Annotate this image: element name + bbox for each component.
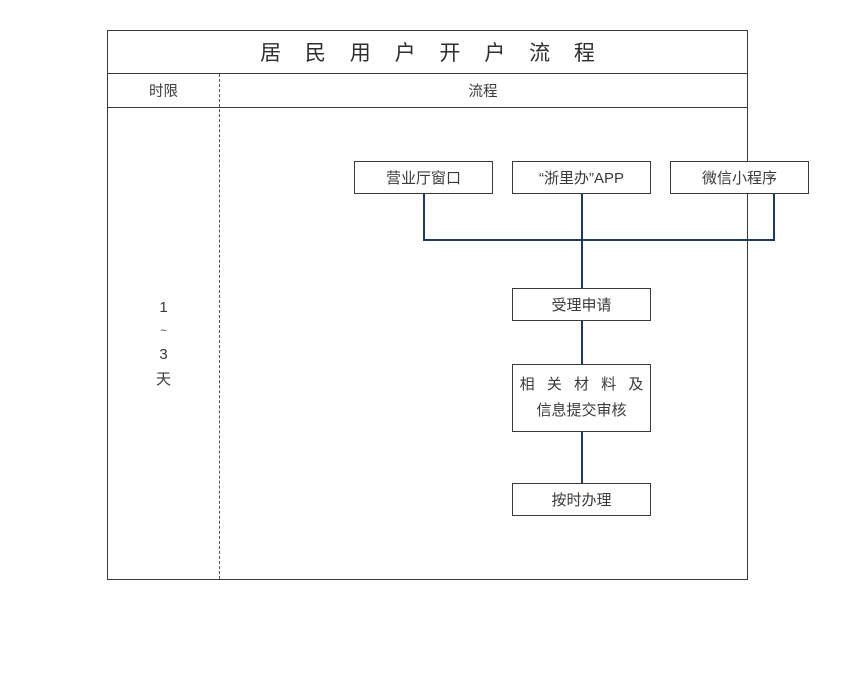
time-limit-from: 1 <box>159 299 168 316</box>
node-timely-processing-label: 按时办理 <box>551 492 612 509</box>
node-submit-materials: 相 关 材 料 及 信息提交审核 <box>512 364 651 432</box>
dashed-column-divider <box>219 74 220 579</box>
node-timely-processing: 按时办理 <box>512 483 651 516</box>
node-wechat-miniprogram: 微信小程序 <box>670 161 809 194</box>
node-zhelib-app-label: “浙里办”APP <box>538 170 624 187</box>
table-title-row: 居 民 用 户 开 户 流 程 <box>108 31 747 74</box>
connector-accept-to-materials <box>581 321 583 364</box>
connector-app-down <box>581 194 583 241</box>
table-header-row: 时限 流程 <box>108 74 747 108</box>
node-submit-materials-label-line1: 相 关 材 料 及 <box>519 376 648 393</box>
node-submit-materials-label-line2: 信息提交审核 <box>536 402 627 419</box>
connector-horizontal-bus <box>423 239 775 241</box>
node-accept-application: 受理申请 <box>512 288 651 321</box>
node-hall-window-label: 营业厅窗口 <box>385 170 461 187</box>
time-limit-separator: ~ <box>160 325 167 337</box>
connector-bus-to-accept <box>581 239 583 288</box>
node-zhelib-app: “浙里办”APP <box>512 161 651 194</box>
flow-canvas: 营业厅窗口 “浙里办”APP 微信小程序 受理申请 相 关 材 料 及 信息提交… <box>219 108 809 579</box>
node-hall-window: 营业厅窗口 <box>354 161 493 194</box>
time-limit-cell: 1 ~ 3 天 <box>108 108 219 579</box>
connector-materials-to-process <box>581 432 583 483</box>
time-limit-unit: 天 <box>155 371 171 388</box>
time-limit-to: 3 <box>159 346 168 363</box>
node-wechat-miniprogram-label: 微信小程序 <box>701 170 777 187</box>
connector-hall-down <box>423 194 425 241</box>
node-accept-application-label: 受理申请 <box>551 297 612 314</box>
connector-wechat-down <box>773 194 775 241</box>
column-header-flow: 流程 <box>468 84 498 100</box>
column-header-time-limit: 时限 <box>149 84 178 100</box>
flowchart-table: 居 民 用 户 开 户 流 程 时限 流程 1 ~ 3 天 营业厅窗口 “浙里办… <box>107 30 809 580</box>
page-title: 居 民 用 户 开 户 流 程 <box>260 42 604 65</box>
